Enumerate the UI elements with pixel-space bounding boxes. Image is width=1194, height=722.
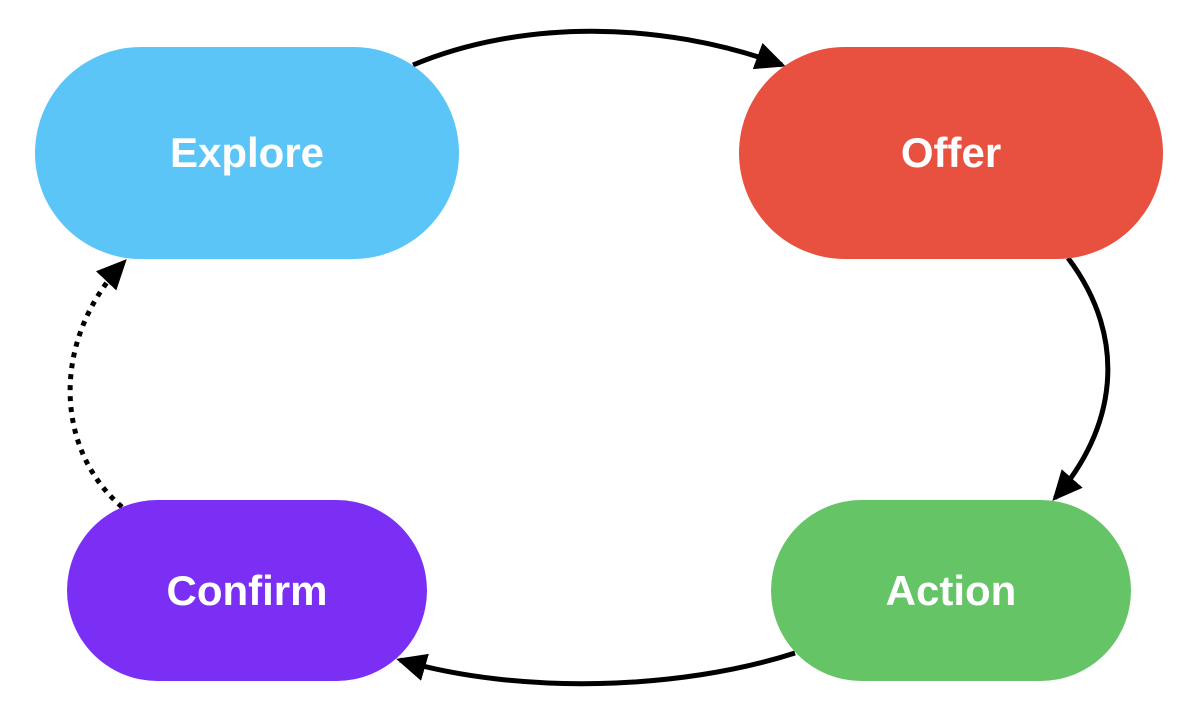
edge-explore-to-offer (412, 28, 786, 70)
edge-offer-to-action (1052, 256, 1111, 502)
node-action: Action (771, 500, 1131, 681)
node-confirm-label: Confirm (166, 566, 328, 614)
edge-action-to-confirm (396, 650, 796, 687)
node-confirm: Confirm (67, 500, 427, 681)
node-offer-label: Offer (900, 129, 1002, 176)
node-explore: Explore (35, 47, 459, 259)
edge-confirm-to-explore (67, 259, 127, 509)
node-explore-label: Explore (169, 129, 325, 176)
node-action-label: Action (885, 566, 1017, 614)
node-offer: Offer (739, 47, 1163, 259)
